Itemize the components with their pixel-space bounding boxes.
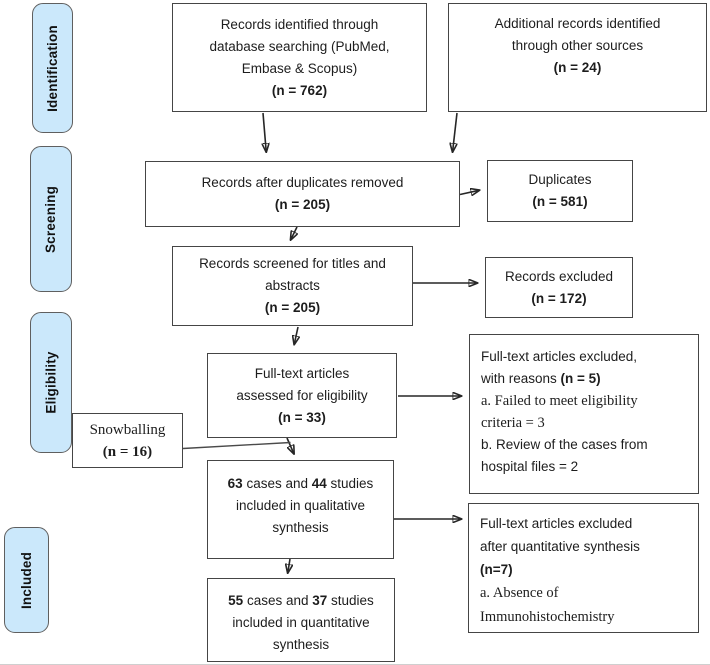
box-text-line: Records screened for titles and bbox=[199, 256, 386, 271]
stage-included-label: Included bbox=[19, 551, 35, 609]
box-text-line: 63 cases and 44 studies bbox=[227, 476, 374, 491]
box-text-line: (n = 205) bbox=[274, 197, 331, 212]
stage-eligibility: Eligibility bbox=[30, 312, 72, 453]
box-text-line: Immunohistochemistry bbox=[480, 609, 615, 625]
box-fulltext-assessed: Full-text articles assessed for eligibili… bbox=[207, 353, 397, 438]
box-duplicates: Duplicates (n = 581) bbox=[487, 160, 633, 222]
box-additional-records: Additional records identified through oth… bbox=[448, 3, 707, 112]
box-text-line: (n = 172) bbox=[531, 290, 587, 306]
box-text-line: a. Failed to meet eligibility bbox=[481, 393, 638, 409]
box-records-identified: Records identified through database searc… bbox=[172, 3, 427, 112]
arrow-identified-to-dedup bbox=[263, 112, 266, 152]
stage-eligibility-label: Eligibility bbox=[43, 351, 59, 414]
box-text-line: hospital files = 2 bbox=[481, 459, 579, 474]
stage-screening: Screening bbox=[30, 146, 72, 292]
box-text-line: Snowballing bbox=[89, 421, 166, 438]
stage-screening-label: Screening bbox=[43, 185, 59, 253]
box-records-screened: Records screened for titles and abstracts… bbox=[172, 246, 413, 326]
box-text-line: (n = 33) bbox=[278, 409, 326, 425]
box-text-line: included in qualitative bbox=[235, 498, 366, 513]
stage-identification-label: Identification bbox=[45, 24, 60, 112]
arrow-qualitative-to-quantitative bbox=[288, 558, 290, 573]
box-text-line: (n = 16) bbox=[102, 443, 153, 460]
box-text-line: Full-text articles excluded bbox=[480, 516, 633, 531]
box-text-line: assessed for eligibility bbox=[236, 387, 368, 403]
box-text-line: synthesis bbox=[272, 637, 330, 652]
box-text-line: Records excluded bbox=[504, 268, 614, 284]
box-text-line: synthesis bbox=[272, 520, 329, 535]
stage-identification: Identification bbox=[32, 3, 73, 133]
arrow-dedup-to-screened bbox=[291, 226, 297, 240]
box-snowballing: Snowballing (n = 16) bbox=[72, 413, 183, 468]
box-text-line: a. Absence of bbox=[480, 585, 559, 601]
stage-included: Included bbox=[4, 527, 49, 633]
box-text-line: (n = 205) bbox=[264, 300, 321, 315]
box-text-line: through other sources bbox=[511, 38, 644, 53]
box-text-line: abstracts bbox=[265, 278, 320, 293]
arrow-additional-to-dedup bbox=[453, 112, 458, 152]
box-text-line: Records after duplicates removed bbox=[201, 175, 404, 190]
arrow-dedup-to-duplicates bbox=[459, 190, 479, 194]
box-duplicates-removed: Records after duplicates removed (n = 205… bbox=[145, 161, 460, 227]
box-text-line: Records identified through bbox=[220, 16, 379, 32]
box-text-line: (n = 24) bbox=[553, 60, 602, 75]
box-qualitative-synthesis: 63 cases and 44 studies included in quali… bbox=[207, 460, 394, 559]
box-text-line: b. Review of the cases from bbox=[481, 437, 648, 452]
arrow-fulltext-to-qualitative bbox=[286, 437, 294, 454]
connector-snowballing-line bbox=[182, 441, 291, 450]
box-text-line: Duplicates bbox=[528, 172, 592, 187]
box-text-line: included in quantitative bbox=[232, 615, 370, 630]
box-text-line: database searching (PubMed, bbox=[209, 38, 390, 54]
box-text-line: Full-text articles bbox=[254, 365, 350, 381]
box-records-excluded: Records excluded (n = 172) bbox=[485, 257, 633, 318]
box-text-line: Full-text articles excluded, bbox=[481, 349, 638, 364]
box-quantitative-synthesis: 55 cases and 37 studies included in quant… bbox=[207, 578, 395, 662]
box-text-line: 55 cases and 37 studies bbox=[228, 593, 374, 608]
box-text-line: (n = 762) bbox=[271, 82, 328, 98]
box-text-line: with reasons (n = 5) bbox=[481, 371, 601, 386]
box-text-line: criteria = 3 bbox=[481, 415, 545, 431]
arrow-screened-to-fulltext bbox=[294, 326, 298, 344]
box-text-line: (n=7) bbox=[480, 562, 513, 577]
box-text-line: after quantitative synthesis bbox=[480, 539, 640, 554]
box-text-line: (n = 581) bbox=[532, 194, 588, 209]
box-text-line: Additional records identified bbox=[494, 16, 661, 31]
box-fulltext-excluded-quantitative: Full-text articles excluded after quantit… bbox=[468, 503, 699, 633]
box-fulltext-excluded-reasons: Full-text articles excluded, with reasons… bbox=[469, 334, 699, 494]
box-text-line: Embase & Scopus) bbox=[241, 60, 358, 76]
